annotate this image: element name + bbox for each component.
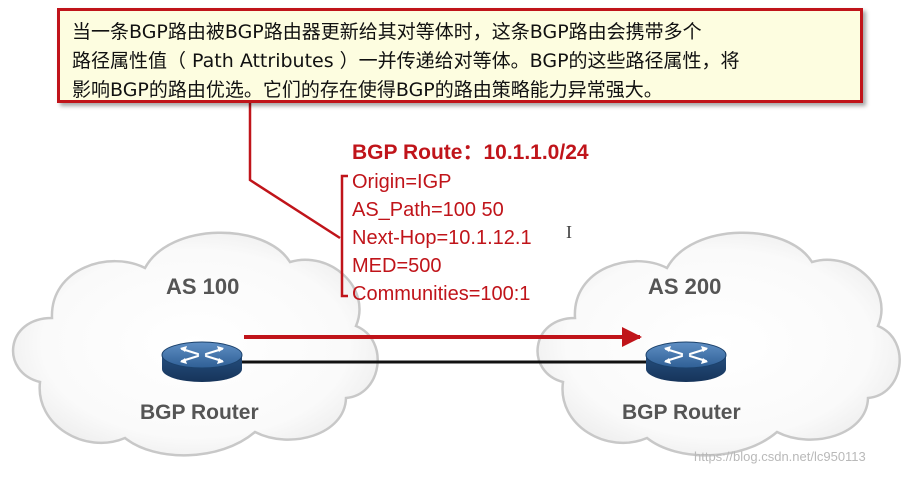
attribute-as-path: AS_Path=100 50: [352, 199, 504, 221]
as200-label: AS 200: [648, 274, 722, 299]
attribute-origin: Origin=IGP: [352, 171, 452, 193]
attribute-bracket: [340, 174, 348, 298]
router-label-left: BGP Router: [140, 401, 259, 424]
as100-label: AS 100: [166, 274, 240, 299]
text-cursor-icon: I: [566, 222, 572, 242]
callout-line: 影响BGP的路由优选。它们的存在使得BGP的路由策略能力异常强大。: [72, 79, 663, 101]
route-attributes: BGP Route：10.1.1.0/24 Origin=IGP AS_Path…: [352, 140, 589, 308]
callout-line: 当一条BGP路由被BGP路由器更新给其对等体时，这条BGP路由会携带多个: [72, 21, 702, 43]
router-icon: [161, 341, 243, 382]
router-icon: [645, 341, 727, 382]
watermark: https://blog.csdn.net/lc950113: [694, 449, 866, 464]
callout-pointer-line: [248, 102, 341, 240]
attribute-communities: Communities=100:1: [352, 283, 531, 305]
router-label-right: BGP Router: [622, 401, 741, 424]
callout-line: 路径属性值（ Path Attributes ）一并传递给对等体。BGP的这些路…: [72, 50, 740, 72]
attribute-next-hop: Next-Hop=10.1.12.1: [352, 227, 532, 249]
route-title: BGP Route：10.1.1.0/24: [352, 141, 589, 164]
callout-box: 当一条BGP路由被BGP路由器更新给其对等体时，这条BGP路由会携带多个 路径属…: [57, 8, 863, 103]
cloud-as200: [536, 231, 901, 457]
attribute-med: MED=500: [352, 255, 442, 277]
